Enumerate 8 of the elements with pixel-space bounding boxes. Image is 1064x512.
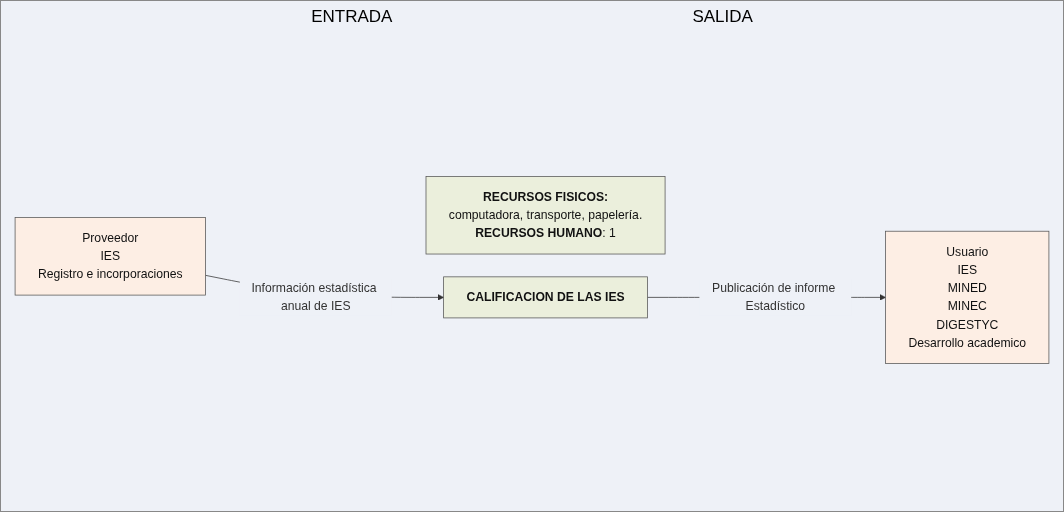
flow-label: ENTRADA: [311, 7, 393, 27]
node-box: Proveedor IES Registro e incorporaciones: [14, 217, 206, 296]
flow-label: SALIDA: [692, 7, 753, 27]
edge-label: Publicación de informe Estadístico: [712, 281, 836, 313]
node-box: CALIFICACION DE LAS IES: [443, 276, 648, 319]
node-box: Usuario IES MINED MINEC DIGESTYC Desarrollo academico: [885, 230, 1050, 364]
edge-label: Información estadística anual de IES: [251, 281, 377, 313]
node-box: RECURSOS FISICOS: computadora, transporte, papelería. RECURSOS HUMANO: 1: [425, 176, 666, 255]
